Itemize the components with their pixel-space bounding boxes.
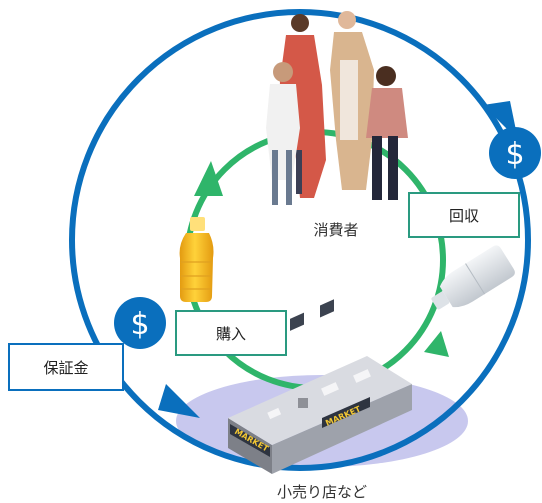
outer-cycle: $ $ — [69, 9, 541, 471]
deposit-label-box: 保証金 — [8, 343, 124, 391]
dollar-sign-right: $ — [505, 137, 524, 172]
purchase-label-box: 購入 — [175, 310, 287, 356]
dollar-badge-left — [114, 297, 166, 349]
dollar-sign-left: $ — [130, 307, 149, 342]
consumer-label: 消費者 — [313, 221, 359, 239]
white-bottle-illustration — [431, 245, 515, 310]
retailer-label: 小売り店など — [276, 483, 367, 501]
yellow-bottle-illustration — [179, 217, 214, 302]
inner-arrow-up — [194, 161, 223, 196]
outer-cycle-ring — [69, 9, 531, 471]
market-building-illustration: MARKET MARKET — [228, 299, 412, 474]
consumer-family-illustration — [266, 11, 408, 205]
collect-label-box: 回収 — [408, 192, 520, 238]
dollar-badge-right — [489, 127, 541, 179]
outer-arrow-left — [158, 384, 200, 418]
inner-arrow-down — [424, 331, 449, 357]
